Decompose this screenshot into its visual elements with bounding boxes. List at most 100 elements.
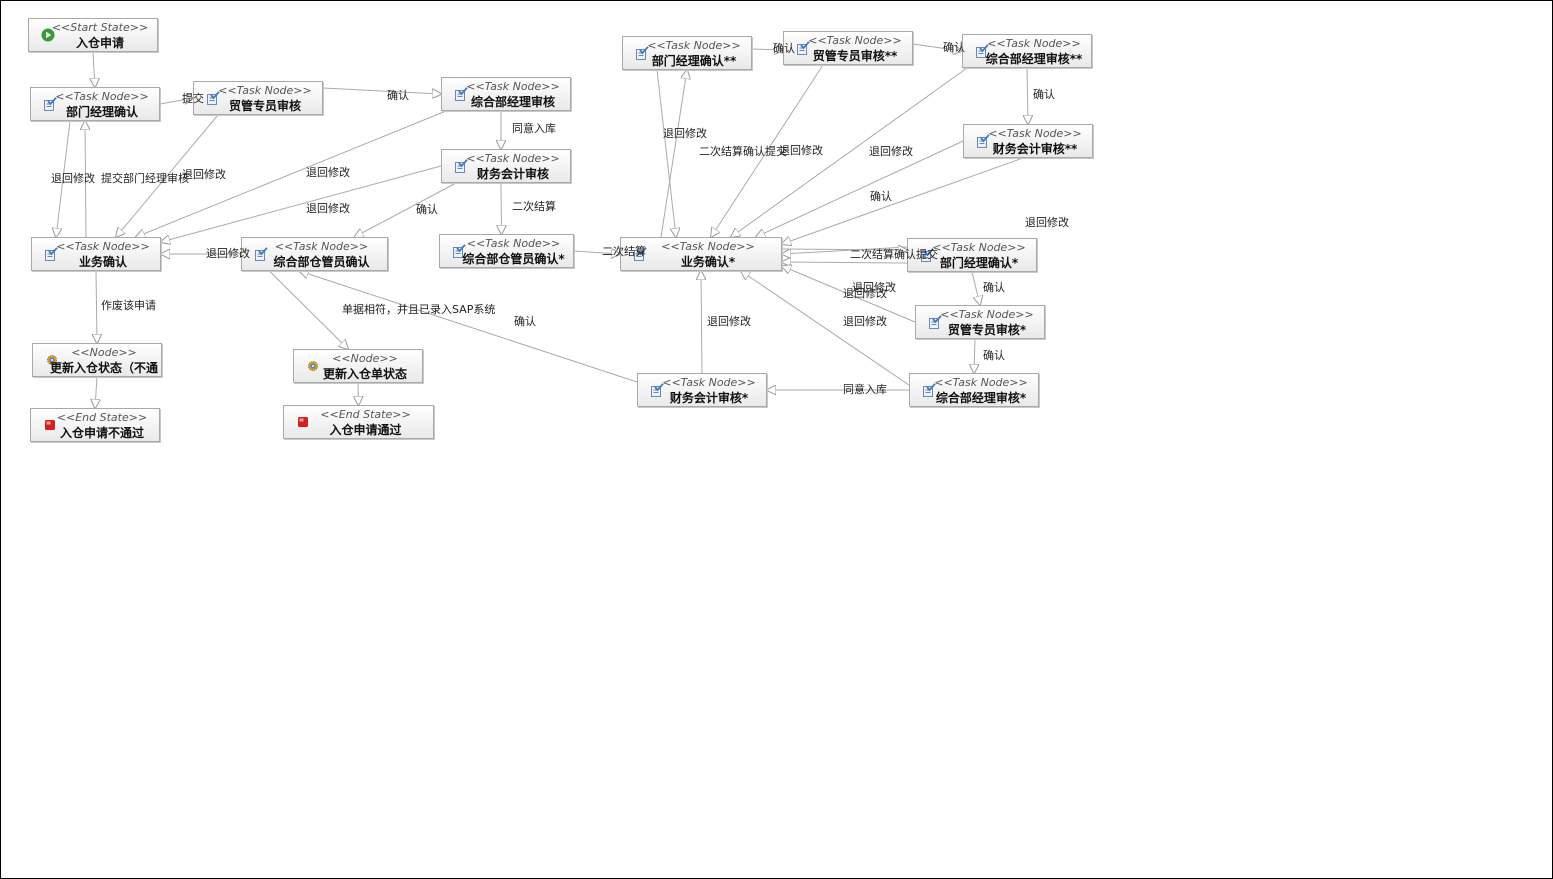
edge-label: 退回修改	[206, 247, 250, 260]
edge-label: 二次结算	[512, 200, 556, 213]
node-label: 部门经理确认	[65, 105, 138, 119]
transition-edge	[573, 251, 620, 254]
node-label: 综合部经理审核**	[985, 52, 1083, 66]
edge-label: 退回修改	[306, 202, 350, 215]
node-stereotype: <<Start State>>	[51, 21, 149, 34]
edge-label: 二次结算确认提交	[850, 248, 938, 261]
transition-edge	[782, 266, 916, 323]
node-label: 更新入仓单状态	[322, 367, 407, 381]
transition-edge	[660, 70, 687, 238]
node-label: 部门经理确认*	[939, 256, 1019, 270]
transition-edge	[322, 87, 441, 94]
node-stereotype: <<Task Node>>	[988, 127, 1082, 140]
edge-label: 提交	[182, 92, 204, 105]
edge-label: 退回修改	[852, 281, 896, 294]
edge-label: 退回修改	[843, 315, 887, 328]
transition-edge	[300, 271, 638, 383]
edge-label: 确认	[983, 281, 1005, 294]
node-stereotype: <<Node>>	[71, 346, 137, 359]
play-icon	[41, 28, 55, 42]
node-label: 业务确认	[78, 255, 127, 269]
edge-label: 二次结算确认提交	[699, 145, 787, 158]
node-stereotype: <<Node>>	[332, 352, 398, 365]
transition-edge	[355, 182, 457, 237]
node-stereotype: <<Task Node>>	[808, 34, 902, 47]
node-stereotype: <<Task Node>>	[987, 37, 1081, 50]
node-stereotype: <<Task Node>>	[466, 152, 560, 165]
node-label: 财务会计审核**	[992, 142, 1078, 156]
edge-label: 退回修改	[1025, 216, 1069, 229]
node-start[interactable]: <<Start State>>入仓申请	[28, 18, 158, 52]
node-stereotype: <<Task Node>>	[56, 240, 150, 253]
node-label: 综合部仓管员确认*	[462, 252, 565, 266]
edge-label: 退回修改	[51, 172, 95, 185]
node-stereotype: <<Task Node>>	[934, 376, 1028, 389]
task-icon	[452, 244, 466, 258]
node-biz2[interactable]: <<Task Node>> 业务确认*	[620, 237, 782, 271]
transition-edge	[96, 270, 97, 343]
node-fin1[interactable]: <<Task Node>> 财务会计审核	[441, 149, 571, 183]
node-wh1[interactable]: <<Task Node>>综合部仓管员确认	[241, 237, 388, 271]
node-gm3[interactable]: <<Task Node>> 综合部经理审核**	[962, 34, 1092, 68]
task-icon	[635, 46, 649, 60]
node-label: 财务会计审核	[476, 167, 549, 181]
node-label: 入仓申请不通过	[59, 426, 144, 440]
edge-label: 二次结算	[602, 245, 646, 258]
node-wh2[interactable]: <<Task Node>>综合部仓管员确认*	[439, 234, 574, 268]
node-gm1[interactable]: <<Task Node>>综合部经理审核	[441, 77, 571, 111]
transition-edge	[756, 140, 964, 237]
node-trade3[interactable]: <<Task Node>> 贸管专员审核**	[783, 31, 913, 65]
edge-label: 确认	[416, 203, 438, 216]
node-stereotype: <<Task Node>>	[661, 240, 755, 253]
node-label: 财务会计审核*	[669, 391, 749, 405]
node-fin3[interactable]: <<Task Node>> 财务会计审核**	[963, 124, 1093, 158]
node-upd_fail[interactable]: <<Node>> 更新入仓状态（不通	[32, 343, 162, 377]
node-stereotype: <<Task Node>>	[662, 376, 756, 389]
node-stereotype: <<End State>>	[320, 408, 411, 421]
transition-edge	[782, 262, 908, 263]
transition-edge	[269, 270, 349, 349]
transition-edge	[116, 114, 219, 237]
node-label: 入仓申请通过	[329, 423, 402, 437]
node-trade2[interactable]: <<Task Node>>贸管专员审核*	[915, 305, 1045, 339]
node-trade1[interactable]: <<Task Node>>贸管专员审核	[193, 81, 323, 115]
edge-label: 退回修改	[779, 144, 823, 157]
edge-label: 退回修改	[306, 166, 350, 179]
transition-edge	[751, 49, 783, 50]
node-fin2[interactable]: <<Task Node>> 财务会计审核*	[637, 373, 767, 407]
node-end_ok[interactable]: <<End State>> 入仓申请通过	[283, 405, 434, 439]
transition-edge	[971, 271, 980, 305]
node-label: 业务确认*	[680, 255, 736, 269]
node-label: 贸管专员审核**	[812, 49, 898, 63]
edge-label: 确认	[943, 41, 965, 54]
edge-label: 单据相符，并且已录入SAP系统	[342, 303, 496, 316]
edge-label: 确认	[387, 89, 409, 102]
node-gm2[interactable]: <<Task Node>>综合部经理审核*	[909, 373, 1039, 407]
transition-edge	[93, 51, 95, 87]
transition-edge	[701, 271, 702, 374]
task-icon	[650, 383, 664, 397]
transition-edge	[656, 69, 676, 237]
node-label: 更新入仓状态（不通	[49, 361, 158, 375]
gear-icon	[306, 359, 320, 373]
node-dept2[interactable]: <<Task Node>>部门经理确认*	[907, 238, 1037, 272]
node-stereotype: <<End State>>	[56, 411, 148, 424]
transition-edge	[782, 157, 1024, 244]
node-dept3[interactable]: <<Task Node>>部门经理确认**	[622, 36, 752, 70]
transition-edge	[711, 64, 824, 237]
task-icon	[454, 87, 468, 101]
node-end_fail[interactable]: <<End State>> 入仓申请不通过	[30, 408, 160, 442]
stop-icon	[296, 415, 310, 429]
node-upd_ok[interactable]: <<Node>> 更新入仓单状态	[293, 349, 423, 383]
transition-edge	[501, 182, 502, 234]
transition-edge	[136, 110, 447, 237]
node-stereotype: <<Task Node>>	[647, 39, 741, 52]
node-dept1[interactable]: <<Task Node>>部门经理确认	[30, 87, 160, 121]
transition-edge	[159, 98, 193, 104]
node-stereotype: <<Task Node>>	[218, 84, 312, 97]
task-icon	[43, 97, 57, 111]
task-icon	[920, 248, 934, 262]
task-icon	[44, 247, 58, 261]
node-biz1[interactable]: <<Task Node>> 业务确认	[31, 237, 161, 271]
